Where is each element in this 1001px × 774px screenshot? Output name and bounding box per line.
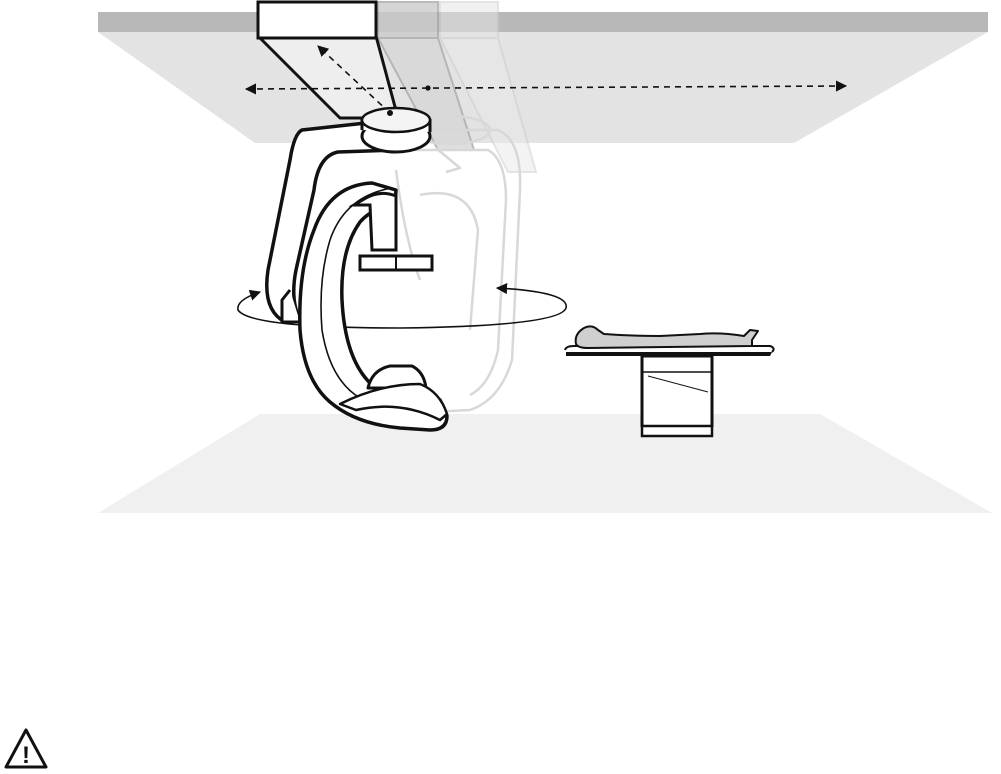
ceiling-rail-bar	[98, 12, 988, 32]
lateral-travel-marker	[425, 85, 430, 90]
patient	[576, 326, 758, 348]
ceiling-mount-disc	[362, 108, 430, 152]
warning-glyph: !	[22, 742, 30, 769]
x-ray-detector	[354, 193, 432, 270]
warning-triangle-icon: !	[3, 727, 49, 771]
floor-area	[98, 414, 992, 513]
